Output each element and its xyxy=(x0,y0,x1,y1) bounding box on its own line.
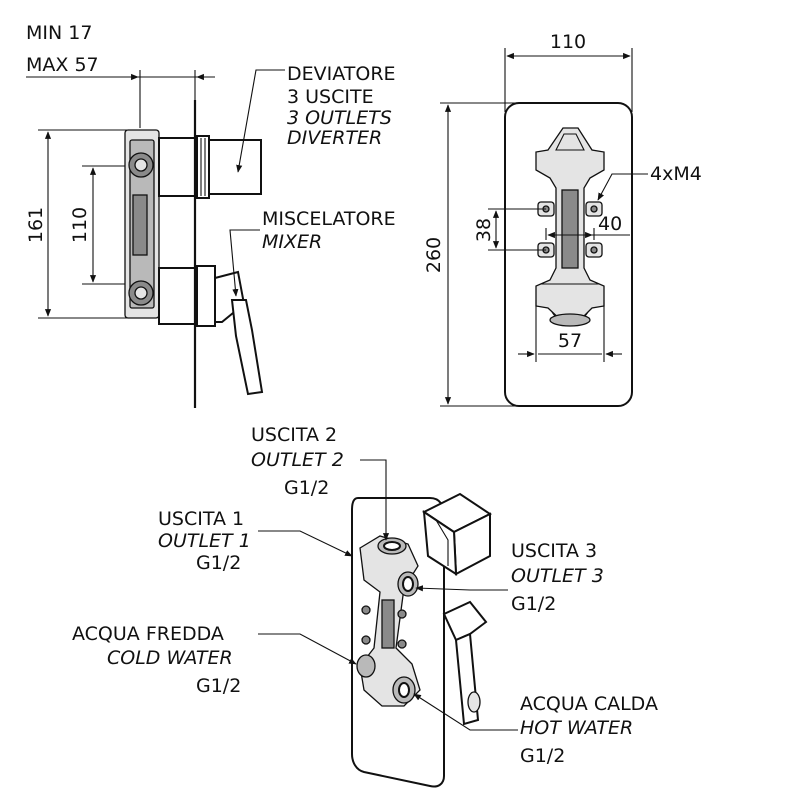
iso-diverter-knob xyxy=(422,492,492,576)
side-view: MIN 17 MAX 57 161 110 xyxy=(25,22,396,408)
front-valve-body xyxy=(535,127,605,327)
outlet1-size: G1/2 xyxy=(196,552,241,574)
dim-260: 260 xyxy=(423,237,445,273)
outlet2-leader xyxy=(360,459,390,541)
hot-leader xyxy=(413,693,518,731)
dim-57: 57 xyxy=(558,330,582,352)
dim-40-lines xyxy=(545,228,630,240)
diverter-label-en-1: 3 OUTLETS xyxy=(287,107,392,129)
iso-view: USCITA 2 OUTLET 2 G1/2 USCITA 1 OUTLET 1… xyxy=(72,424,658,788)
outlet3-size: G1/2 xyxy=(511,593,556,615)
dim-38-lines xyxy=(488,208,546,251)
screws-label: 4xM4 xyxy=(650,163,702,185)
depth-dimension xyxy=(120,70,215,128)
height-161-dimension xyxy=(38,129,130,319)
mixer-label-en: MIXER xyxy=(262,231,322,253)
outlet3-leader xyxy=(415,585,508,592)
max-depth-label: MAX 57 xyxy=(26,54,99,76)
screws-leader xyxy=(597,173,648,201)
min-depth-label: MIN 17 xyxy=(26,22,92,44)
outlet2-label-it: USCITA 2 xyxy=(251,424,337,446)
dim-57-lines xyxy=(518,300,622,362)
mixer-leader xyxy=(229,229,260,297)
front-view: 110 260 xyxy=(423,31,702,407)
width-110-dimension xyxy=(504,48,633,112)
cold-size: G1/2 xyxy=(196,675,241,697)
outlet2-label-en: OUTLET 2 xyxy=(251,449,344,471)
diverter-label-it-1: DEVIATORE xyxy=(287,63,396,85)
hot-size: G1/2 xyxy=(520,745,565,767)
mixer-label-it: MISCELATORE xyxy=(262,208,396,230)
iso-mixer-handle xyxy=(442,600,488,726)
side-diverter-knob xyxy=(196,135,262,199)
outlet2-size: G1/2 xyxy=(284,477,329,499)
cold-leader xyxy=(258,633,357,665)
hot-label-en: HOT WATER xyxy=(520,717,633,739)
diverter-label-it-2: 3 USCITE xyxy=(287,86,374,108)
outlet3-label-en: OUTLET 3 xyxy=(511,565,604,587)
height-260-dimension xyxy=(440,102,520,407)
side-valve-body xyxy=(124,129,196,325)
dim-110-front: 110 xyxy=(550,31,586,53)
dim-161: 161 xyxy=(25,207,47,243)
outlet1-leader xyxy=(258,530,353,557)
dim-40: 40 xyxy=(598,213,622,235)
outlet1-label-it: USCITA 1 xyxy=(158,508,244,530)
cold-label-it: ACQUA FREDDA xyxy=(72,623,224,645)
cold-label-en: COLD WATER xyxy=(107,647,233,669)
diverter-leader xyxy=(236,69,285,173)
diverter-label-en-2: DIVERTER xyxy=(287,127,382,149)
hot-label-it: ACQUA CALDA xyxy=(520,693,658,715)
dim-110-side: 110 xyxy=(69,207,91,243)
iso-valve-body xyxy=(356,535,421,707)
outlet1-label-en: OUTLET 1 xyxy=(158,530,251,552)
outlet3-label-it: USCITA 3 xyxy=(511,540,597,562)
side-mixer-handle xyxy=(196,265,264,396)
dim-38: 38 xyxy=(473,218,495,242)
